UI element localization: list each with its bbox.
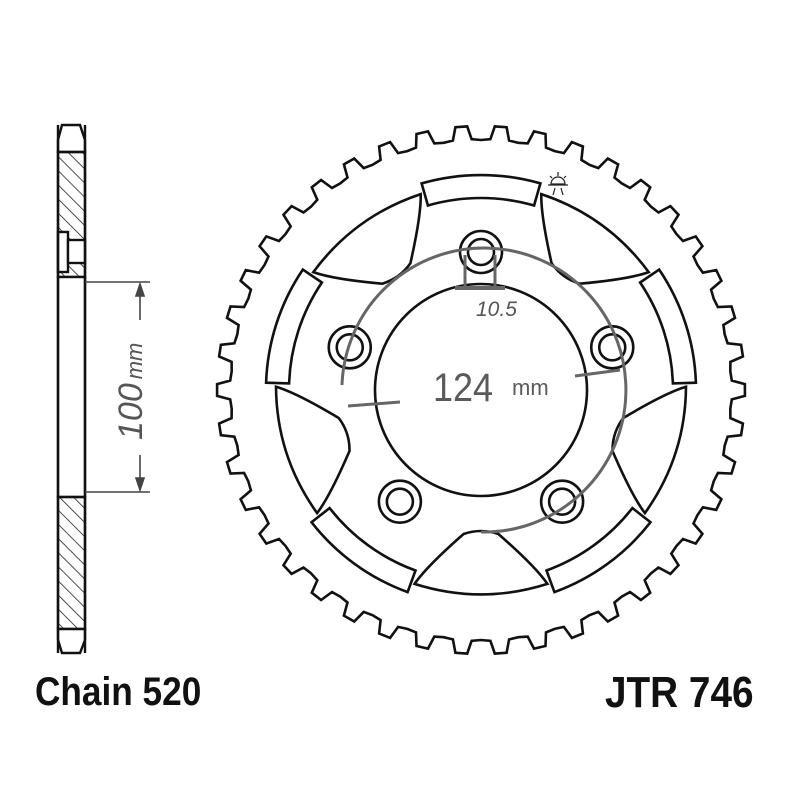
pcd-unit: mm (512, 375, 549, 400)
triangular-cutout (274, 385, 351, 516)
center-bore (373, 282, 589, 498)
bolt-hole (327, 325, 373, 370)
bolt-hole (458, 229, 504, 275)
bolt-hole (539, 479, 585, 524)
bore-dimension-label: 100mm (112, 343, 151, 440)
bore-dimension (85, 281, 150, 493)
bolt-hole (385, 487, 415, 516)
bolt-hole (335, 333, 365, 362)
bolt-hole (466, 237, 496, 267)
slot-cutout (264, 267, 324, 385)
part-number-label: JTR 746 (605, 668, 754, 717)
slot-cutout (309, 506, 418, 594)
triangular-cutout (539, 192, 651, 286)
slot-cutout (419, 173, 543, 208)
chain-size-label: Chain 520 (35, 670, 202, 714)
pcd-value: 124 (433, 366, 494, 410)
pcd-dimension (340, 246, 628, 534)
sun-icon (548, 172, 568, 196)
bore-unit: mm (122, 342, 147, 380)
triangular-cutout (412, 529, 550, 596)
slot-cutout (544, 506, 653, 594)
bolt-hole (597, 333, 627, 362)
bore-value: 100 (112, 383, 150, 440)
bolt-hole (547, 487, 577, 516)
slot-cutout (638, 267, 698, 385)
bolt-offset-dimension: 10.5 (476, 298, 517, 321)
triangular-cutout (311, 192, 423, 286)
side-profile-view (56, 123, 87, 655)
bolt-hole (377, 479, 423, 524)
triangular-cutout (611, 385, 688, 516)
